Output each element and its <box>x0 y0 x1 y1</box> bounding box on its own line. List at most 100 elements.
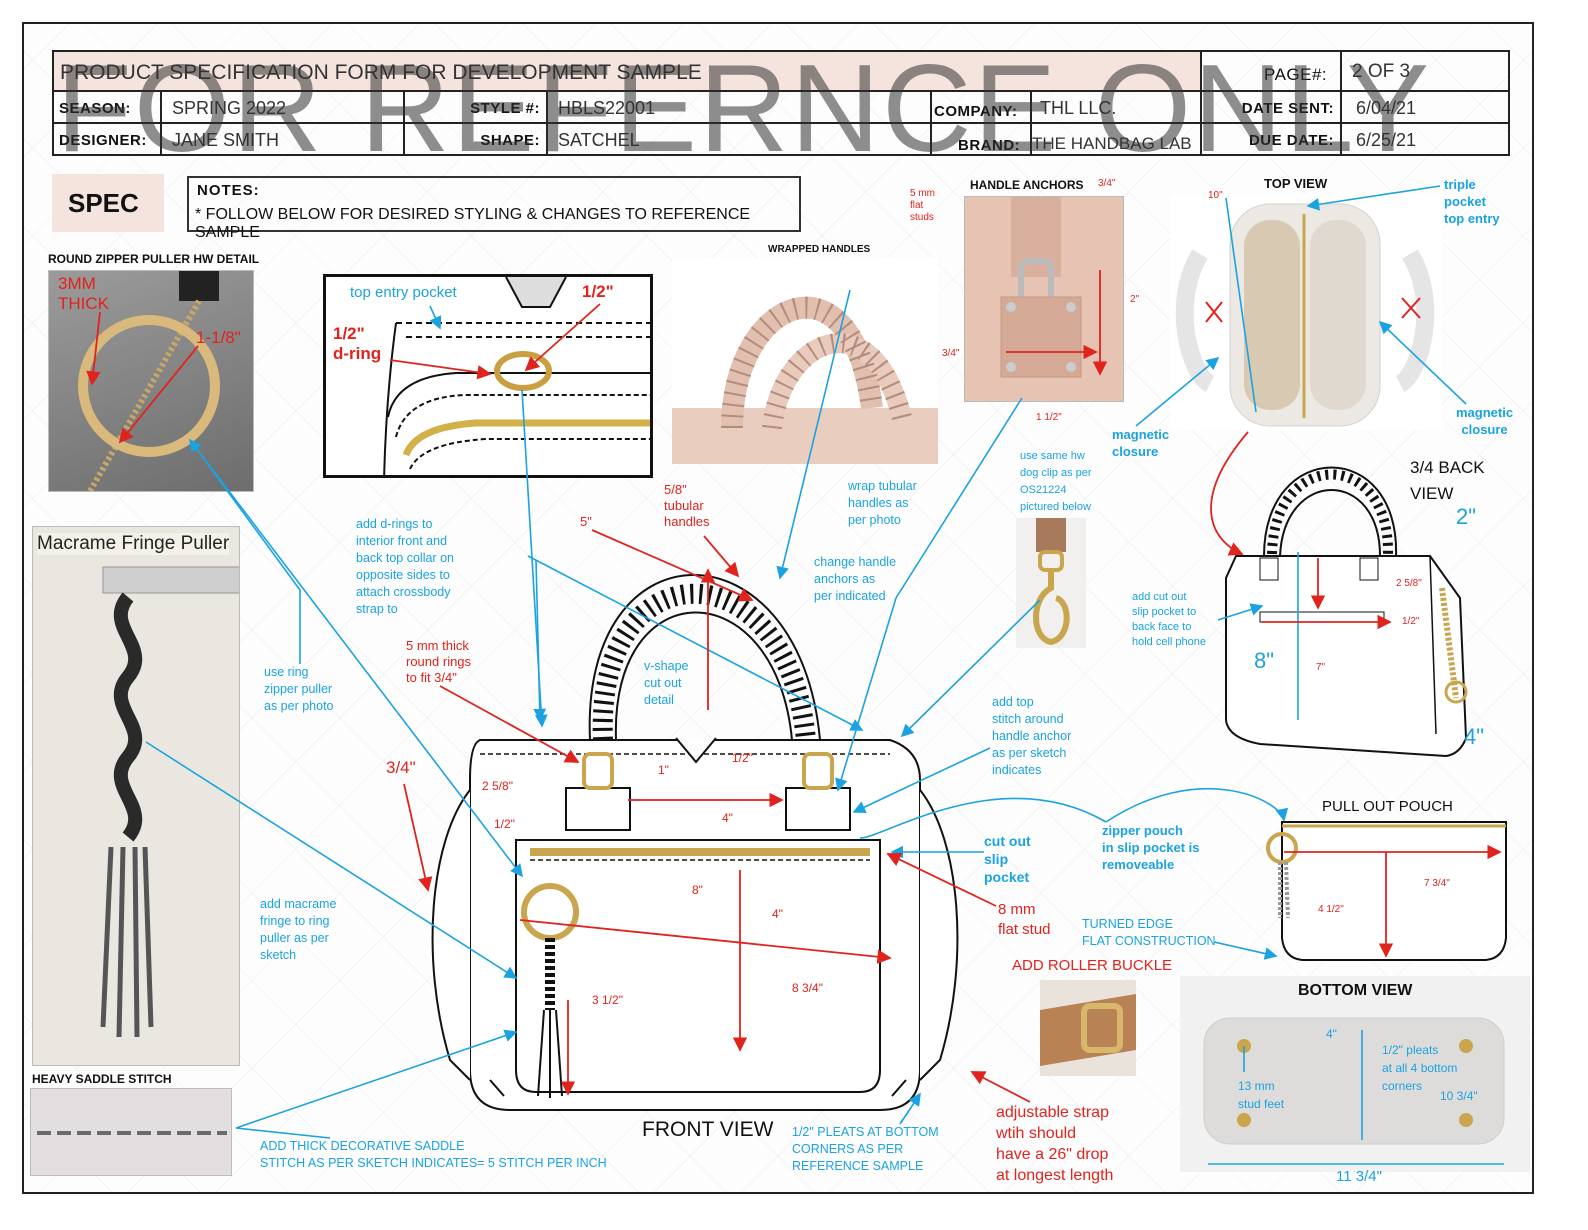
bv-half-label: 1/2" <box>1402 616 1420 627</box>
turned-edge-note: TURNED EDGE FLAT CONSTRUCTION <box>1082 916 1216 950</box>
shape-label-cell: SHAPE: <box>403 122 548 156</box>
date-sent-label: DATE SENT: <box>1241 100 1334 117</box>
style-label-cell: STYLE #: <box>403 90 548 124</box>
bottom-1034-label: 10 3/4" <box>1440 1089 1478 1103</box>
stud-2: flat stud <box>998 921 1051 938</box>
note-line: in slip pocket is <box>1102 840 1200 855</box>
height-258-label: 2 5/8" <box>482 779 513 793</box>
note-line: per indicated <box>814 589 886 603</box>
note-line: zipper puller <box>264 682 333 696</box>
note-line: v-shape <box>644 659 689 673</box>
date-sent-value-cell: 6/04/21 <box>1340 90 1510 124</box>
notes-box: NOTES: * FOLLOW BELOW FOR DESIRED STYLIN… <box>187 176 801 241</box>
cut-out-slip-note: cut out slip pocket <box>984 832 1031 886</box>
season-label: SEASON: <box>59 100 131 117</box>
strap-2: wtih should <box>996 1125 1077 1142</box>
brand-label-cell: BRAND: <box>930 122 1032 156</box>
bottom-view-photo: BOTTOM VIEW <box>1180 976 1530 1172</box>
ha-34-left: 3/4" <box>942 348 960 359</box>
rings-2: round rings <box>406 654 472 669</box>
note-line: add macrame <box>260 897 337 911</box>
bottom-pleats-3: corners <box>1382 1079 1423 1093</box>
note-line: puller as per <box>260 931 329 945</box>
strap-4: at longest length <box>996 1167 1114 1184</box>
bottom-view-title: BOTTOM VIEW <box>1298 982 1413 999</box>
macrame-drawing <box>100 566 239 1038</box>
bv-7-label: 7" <box>1316 662 1326 673</box>
page-label: PAGE#: <box>1264 65 1328 84</box>
rings-3: to fit 3/4" <box>406 670 457 685</box>
note-line: attach crossbody <box>356 585 451 599</box>
ha-5mm-3: studs <box>910 212 934 223</box>
saddle-note: ADD THICK DECORATIVE SADDLE STITCH AS PE… <box>260 1138 607 1172</box>
note-line: use same hw <box>1020 450 1085 462</box>
tubular-3: handles <box>664 514 710 529</box>
wrapped-handles-title: WRAPPED HANDLES <box>768 244 871 255</box>
page-value: 2 OF 3 <box>1352 61 1411 82</box>
note-line: removeable <box>1102 857 1175 872</box>
spec-label: SPEC <box>68 188 139 218</box>
ha-5mm-2: flat <box>910 200 924 211</box>
top-view-photo <box>1170 194 1442 430</box>
brand-value: THE HANDBAG LAB <box>1032 134 1192 153</box>
designer-label: DESIGNER: <box>59 132 147 149</box>
bottom-13mm-2: stud feet <box>1238 1097 1285 1111</box>
top-10-label: 10" <box>1208 190 1223 201</box>
fringe-312-label: 3 1/2" <box>592 993 623 1007</box>
designer-value: JANE SMITH <box>172 130 280 150</box>
stud-1: 8 mm <box>998 901 1036 918</box>
handle-anchor-drawing <box>1000 197 1082 378</box>
w-834-label: 8 3/4" <box>792 981 823 995</box>
dog-clip-photo <box>1016 518 1086 648</box>
due-date-label-cell: DUE DATE: <box>1200 122 1342 156</box>
strap-1: adjustable strap <box>996 1104 1109 1121</box>
note-line: STITCH AS PER SKETCH INDICATES= 5 STITCH… <box>260 1156 607 1170</box>
ha-5mm-1: 5 mm <box>910 188 935 199</box>
d-ring-half-label: 1/2" <box>582 282 614 301</box>
use-ring-note: use ring zipper puller as per photo <box>264 664 334 715</box>
bottom-pleats-1: 1/2" pleats <box>1382 1043 1439 1057</box>
thick-line2: THICK <box>58 294 109 313</box>
style-value: HBLS22001 <box>558 98 656 118</box>
strap-3: have a 26" drop <box>996 1146 1109 1163</box>
add-drings-note: add d-rings to interior front and back t… <box>356 516 454 618</box>
note-line: dog clip as per <box>1020 467 1092 479</box>
wrap-tubular-note: wrap tubular handles as per photo <box>848 478 917 529</box>
note-line: anchors as <box>814 572 876 586</box>
designer-value-cell: JANE SMITH <box>160 122 405 156</box>
brand-label: BRAND: <box>958 137 1021 154</box>
note-line: back face to <box>1132 621 1192 633</box>
bv-4-label: 4" <box>1464 724 1485 749</box>
rings-1: 5 mm thick <box>406 638 469 653</box>
note-line: as per photo <box>264 699 334 713</box>
note-line: triple <box>1444 177 1476 192</box>
d-ring-label1: 1/2" <box>333 324 365 343</box>
handle-anchors-photo <box>964 196 1124 402</box>
season-label-cell: SEASON: <box>52 90 162 124</box>
notes-title: NOTES: <box>197 182 260 199</box>
bottom-pleats-2: at all 4 bottom <box>1382 1061 1458 1075</box>
dog-clip-note: use same hw dog clip as per OS21224 pict… <box>1020 448 1092 516</box>
note-line: CORNERS AS PER <box>792 1142 904 1156</box>
note-line: REFERENCE SAMPLE <box>792 1159 924 1173</box>
handle-anchors-title: HANDLE ANCHORS <box>970 178 1084 192</box>
bv-258-label: 2 5/8" <box>1396 578 1422 589</box>
macrame-photo: Macrame Fringe Puller <box>32 526 240 1066</box>
note-line: change handle <box>814 555 897 569</box>
note-line: as per sketch <box>992 746 1067 760</box>
note-line: cut out <box>984 833 1031 849</box>
tubular-2: tubular <box>664 498 704 513</box>
notes-text: * FOLLOW BELOW FOR DESIRED STYLING & CHA… <box>195 206 751 241</box>
note-line: handles as <box>848 496 909 510</box>
note-line: add cut out <box>1132 591 1187 603</box>
zip-8-label: 8" <box>692 883 703 897</box>
zipper-pouch-note: zipper pouch in slip pocket is removeabl… <box>1102 822 1200 873</box>
note-line: closure <box>1461 422 1508 437</box>
company-value: THL LLC. <box>1040 98 1117 118</box>
round-zipper-title: ROUND ZIPPER PULLER HW DETAIL <box>48 252 260 266</box>
ha-34-top: 3/4" <box>1098 178 1116 189</box>
note-line: strap to <box>356 602 398 616</box>
note-line: add top <box>992 695 1034 709</box>
bottom-4-label: 4" <box>1326 1027 1337 1041</box>
due-date-label: DUE DATE: <box>1248 132 1334 149</box>
